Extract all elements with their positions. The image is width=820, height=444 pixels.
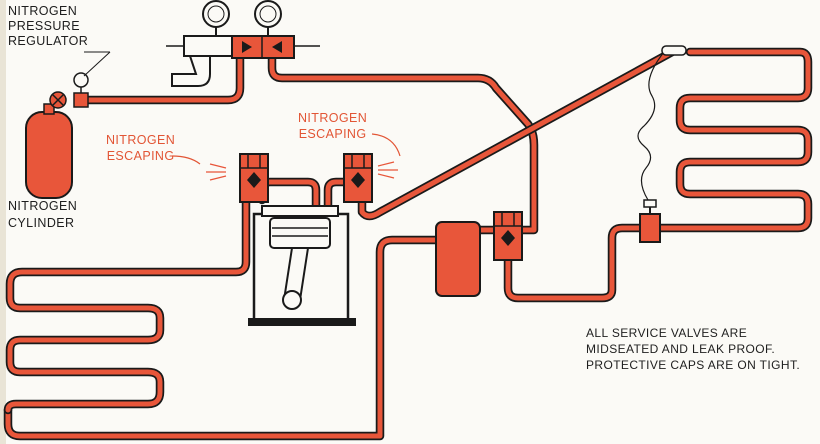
- gauge-manifold: [166, 0, 320, 87]
- pipe-fill-7: [5, 237, 439, 439]
- escaping-arrows: [171, 133, 401, 165]
- escaping-label-right-line-2: ESCAPING: [298, 127, 367, 141]
- cylinder-label-line-2: CYLINDER: [8, 216, 75, 230]
- escaping-label-right: NITROGEN ESCAPING: [298, 110, 367, 142]
- escaping-label-right-line-1: NITROGEN: [298, 111, 368, 125]
- note-line-2: MIDSEATED AND LEAK PROOF.: [586, 342, 776, 356]
- compressor: [248, 205, 356, 326]
- pipe-fill-5: [505, 225, 643, 301]
- nitrogen-cylinder: [25, 103, 73, 199]
- cylinder-label-line-1: NITROGEN: [8, 199, 78, 213]
- escaping-label-left-line-1: NITROGEN: [106, 133, 176, 147]
- escaping-label-left: NITROGEN ESCAPING: [106, 132, 175, 164]
- king-valve: [493, 211, 523, 261]
- pipe-fill-8: [5, 187, 249, 413]
- pipe-fill-1: [83, 53, 243, 103]
- coil-outlet-valve: [639, 199, 661, 243]
- capillary-tube: [637, 45, 687, 201]
- note-line-1: ALL SERVICE VALVES ARE: [586, 326, 748, 340]
- regulator-label-line-1: NITROGEN: [8, 4, 78, 18]
- pipe-fill-4: [649, 49, 811, 231]
- pipe-outline-5: [503, 223, 645, 303]
- pressure-regulator: [49, 72, 89, 109]
- regulator-label: NITROGEN PRESSURE REGULATOR: [8, 4, 88, 49]
- regulator-label-line-3: REGULATOR: [8, 34, 89, 48]
- pipe-outline-1: [81, 51, 245, 105]
- escaping-gas-right: [377, 161, 398, 179]
- discharge-service-valve: [343, 153, 373, 203]
- pipe-outline-4: [647, 47, 813, 233]
- service-valve-note: ALL SERVICE VALVES ARE MIDSEATED AND LEA…: [586, 325, 800, 373]
- page-edge-shadow: [0, 0, 6, 444]
- note-line-3: PROTECTIVE CAPS ARE ON TIGHT.: [586, 358, 801, 372]
- pipe-network: [3, 47, 813, 441]
- escaping-gas-left: [206, 163, 227, 181]
- label-leaders: [83, 51, 111, 77]
- pipe-fill-2: [269, 53, 537, 233]
- pipe-fill-10: [325, 179, 353, 213]
- regulator-label-line-2: PRESSURE: [8, 19, 80, 33]
- suction-service-valve: [239, 153, 269, 203]
- pipe-fill-3: [359, 49, 675, 219]
- escaping-label-left-line-2: ESCAPING: [106, 149, 175, 163]
- receiver-tank: [435, 221, 481, 297]
- cylinder-label: NITROGEN CYLINDER: [8, 198, 77, 232]
